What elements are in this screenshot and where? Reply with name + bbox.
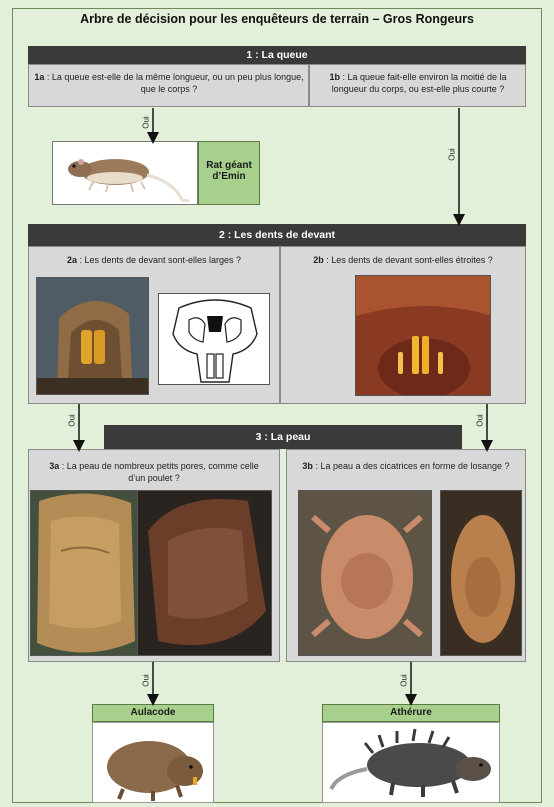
yes-label-1a: Oui — [142, 113, 151, 133]
yes-label-3a: Oui — [142, 671, 151, 691]
yes-label-1b: Oui — [448, 145, 457, 165]
yes-label-2a: Oui — [68, 411, 77, 431]
yes-label-3b: Oui — [400, 671, 409, 691]
yes-label-2b: Oui — [476, 411, 485, 431]
